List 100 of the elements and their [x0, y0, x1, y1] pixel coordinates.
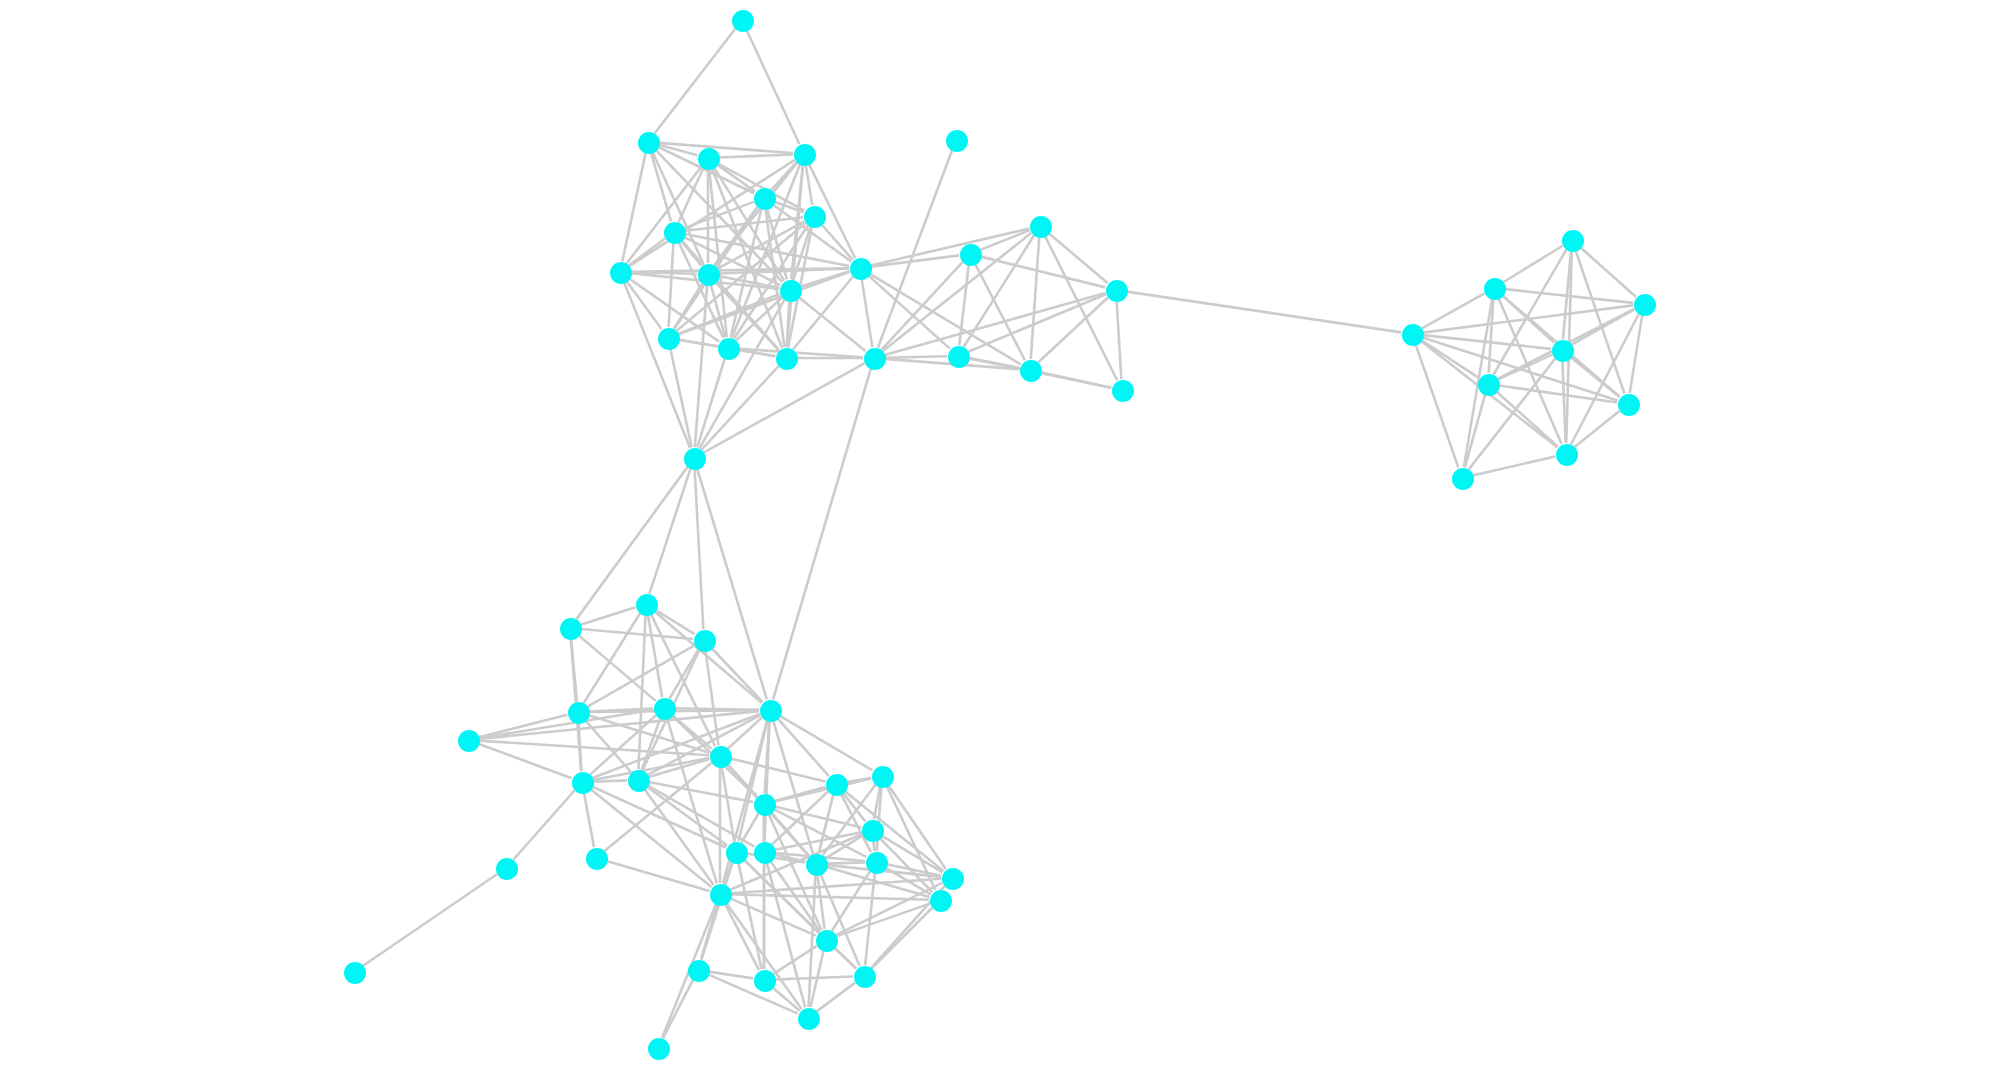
connector-line: [1462, 298, 1494, 468]
connector-line: [591, 785, 727, 849]
connector-line: [696, 358, 726, 448]
connector-line: [774, 785, 826, 803]
connector-line: [653, 610, 763, 704]
connector-line: [769, 860, 821, 932]
connector-line: [1570, 308, 1636, 346]
connector-line: [884, 866, 932, 896]
connector-line: [962, 234, 1036, 348]
connector-line: [737, 720, 769, 842]
network-node: [571, 771, 593, 793]
network-node: [585, 847, 607, 869]
connector-line: [362, 873, 498, 967]
connector-line: [819, 873, 861, 967]
connector-line: [876, 149, 954, 349]
connector-line: [625, 165, 703, 265]
connector-line: [826, 863, 942, 879]
connector-line: [654, 149, 784, 283]
connector-line: [730, 893, 930, 901]
connector-line: [729, 833, 863, 891]
connector-line: [763, 720, 771, 842]
connector-line: [800, 270, 850, 288]
connector-line: [884, 357, 1020, 371]
connector-line: [774, 777, 872, 803]
connector-line: [735, 296, 783, 342]
network-node: [709, 883, 731, 905]
network-node: [495, 857, 517, 879]
network-node: [825, 773, 847, 795]
connector-line: [708, 970, 754, 980]
connector-line: [870, 254, 960, 268]
network-node: [709, 745, 731, 767]
connector-line: [606, 859, 710, 893]
connector-line: [774, 853, 806, 863]
network-node: [717, 337, 739, 359]
connector-line: [684, 215, 804, 233]
connector-line: [886, 863, 942, 877]
connector-line: [672, 282, 704, 330]
connector-line: [821, 784, 877, 856]
connector-line: [678, 338, 776, 358]
connector-line: [628, 237, 666, 267]
network-node: [1561, 229, 1583, 251]
connector-line: [737, 862, 763, 970]
network-node: [343, 961, 365, 983]
connector-line: [589, 714, 657, 776]
connector-line: [774, 830, 862, 852]
connector-line: [1126, 290, 1402, 334]
connector-line: [1497, 307, 1635, 381]
connector-line: [807, 874, 817, 1008]
connector-line: [774, 805, 862, 829]
connector-line: [698, 298, 786, 450]
network-node: [683, 447, 705, 469]
network-node: [753, 969, 775, 991]
connector-line: [835, 881, 943, 937]
connector-line: [693, 284, 709, 448]
connector-line: [640, 717, 662, 771]
connector-line: [738, 347, 864, 359]
network-node: [941, 867, 963, 889]
connector-line: [667, 242, 675, 328]
connector-line: [980, 255, 1106, 289]
network-node: [779, 279, 801, 301]
connector-line: [826, 865, 930, 899]
connector-line: [628, 158, 796, 268]
connector-line: [867, 274, 951, 350]
connector-line: [870, 906, 934, 970]
connector-line: [661, 979, 695, 1039]
connector-line: [683, 235, 781, 287]
connector-line: [881, 231, 1033, 353]
connector-line: [1043, 235, 1119, 381]
connector-line: [729, 897, 817, 937]
connector-line: [738, 348, 776, 358]
connector-line: [826, 861, 866, 865]
connector-line: [824, 834, 864, 860]
connector-line: [967, 293, 1107, 353]
connector-line: [809, 950, 825, 1008]
connector-line: [1037, 296, 1109, 364]
connector-line: [776, 717, 830, 777]
connector-line: [580, 627, 694, 641]
connector-line: [771, 790, 829, 846]
connector-line: [706, 169, 710, 263]
connector-line: [732, 224, 810, 340]
connector-line: [677, 167, 705, 223]
connector-line: [695, 468, 769, 700]
network-node: [693, 629, 715, 651]
connector-line: [677, 241, 725, 339]
connector-line: [968, 356, 1020, 370]
connector-line: [762, 863, 766, 969]
connector-line: [846, 776, 872, 784]
connector-line: [792, 275, 854, 351]
connector-line: [785, 300, 791, 348]
connector-line: [683, 200, 755, 230]
connector-line: [880, 261, 964, 351]
network-node: [775, 347, 797, 369]
connector-line: [843, 789, 945, 873]
connector-line: [709, 284, 727, 338]
connector-line: [674, 706, 760, 712]
connector-line: [1419, 339, 1559, 449]
connector-line: [478, 739, 710, 757]
connector-line: [1487, 298, 1495, 374]
connector-line: [684, 232, 850, 268]
connector-line: [630, 271, 780, 291]
